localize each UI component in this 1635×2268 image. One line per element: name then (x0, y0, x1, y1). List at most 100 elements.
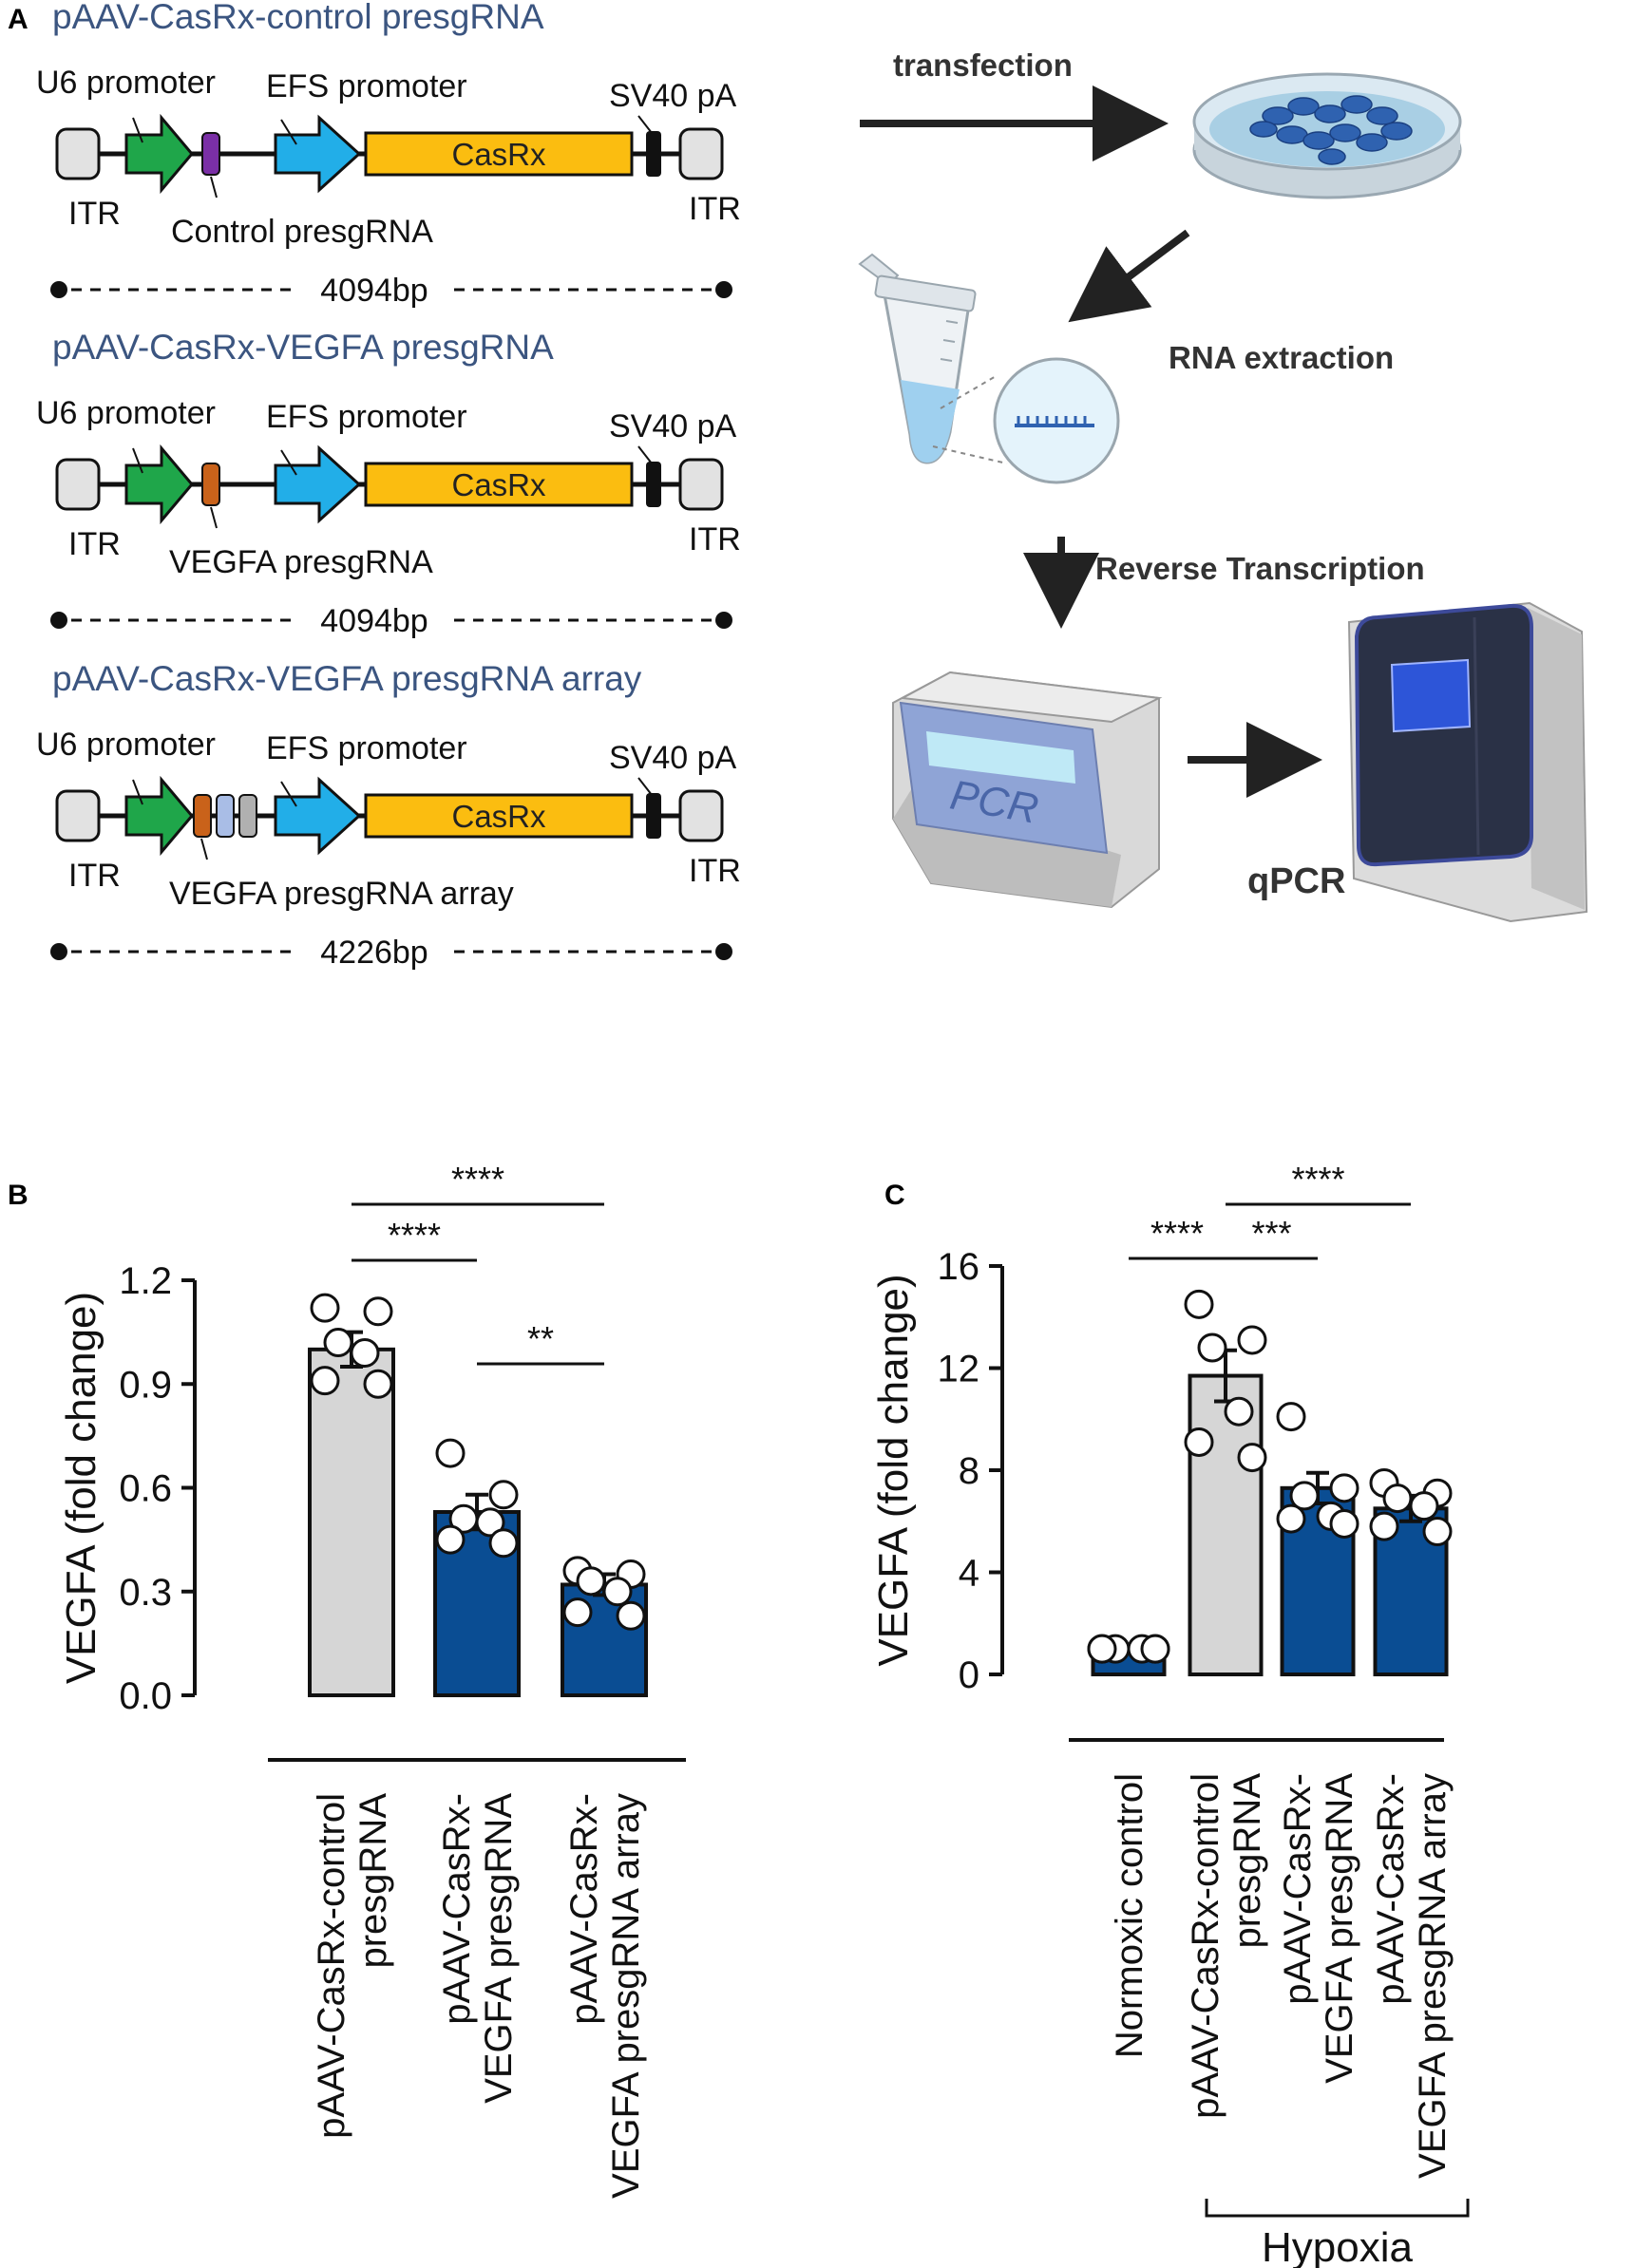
itr-right-block (678, 127, 724, 180)
u6-promoter-arrow (124, 444, 194, 525)
significance-label: *** (1251, 1214, 1291, 1253)
casrx-block (364, 131, 634, 177)
guide-pointer (210, 176, 218, 198)
u6-label: U6 promoter (36, 65, 216, 101)
data-point (1382, 1484, 1413, 1514)
y-tick-label: 12 (938, 1349, 980, 1390)
category-label: VEGFA presgRNA (478, 1793, 520, 2104)
u6-promoter-arrow (124, 775, 194, 857)
construct-1: pAAV-CasRx-control presgRNA CasRx U6 promo… (36, 0, 741, 309)
data-point (1184, 1289, 1214, 1319)
data-point (488, 1528, 519, 1559)
guide-block (238, 794, 257, 838)
sv40-pointer (637, 777, 653, 796)
data-point (1289, 1481, 1320, 1511)
itr-right-label: ITR (689, 853, 741, 889)
panel-c-label: C (884, 1180, 905, 1211)
data-point (435, 1438, 466, 1468)
guide-label: VEGFA presgRNA array (169, 876, 514, 912)
casrx-block (364, 462, 634, 507)
sv40-block (646, 793, 661, 839)
y-tick-label: 8 (959, 1450, 979, 1492)
construct-title: pAAV-CasRx-control presgRNA (52, 0, 544, 36)
efs-promoter-arrow (274, 114, 362, 194)
tube-icon (858, 253, 1120, 484)
data-point (310, 1366, 340, 1396)
size-dot-left (50, 612, 67, 629)
y-tick-label: 0.0 (119, 1675, 172, 1717)
guide-block (201, 463, 220, 506)
data-point (1409, 1491, 1439, 1521)
significance-label: **** (1291, 1160, 1344, 1199)
data-point (363, 1296, 393, 1327)
data-point (488, 1480, 519, 1510)
bar (1188, 1373, 1264, 1676)
sv40-label: SV40 pA (609, 78, 737, 114)
size-label: 4094bp (320, 603, 428, 639)
efs-promoter-arrow (274, 444, 362, 524)
bar (308, 1347, 395, 1698)
data-point (435, 1524, 466, 1555)
casrx-block (364, 793, 634, 839)
u6-label: U6 promoter (36, 727, 216, 763)
efs-pointer (280, 781, 297, 807)
itr-right-label: ITR (689, 521, 741, 558)
category-label: VEGFA presgRNA array (605, 1793, 647, 2199)
construct-title: pAAV-CasRx-VEGFA presgRNA (52, 328, 554, 367)
category-label: pAAV-CasRx- (1277, 1773, 1319, 2005)
size-dot-left (50, 943, 67, 960)
data-point (1237, 1443, 1267, 1473)
u6-pointer (132, 447, 143, 474)
efs-pointer (280, 119, 297, 145)
guide-block (193, 794, 212, 838)
data-point (1422, 1517, 1453, 1546)
qpcr-machine-icon (1347, 601, 1588, 923)
efs-label: EFS promoter (266, 730, 467, 766)
category-label: pAAV-CasRx-control (1185, 1773, 1226, 2119)
data-point (602, 1577, 633, 1607)
size-dot-right (715, 943, 732, 960)
u6-pointer (132, 117, 143, 143)
y-tick-label: 4 (959, 1553, 979, 1595)
data-point (350, 1337, 380, 1368)
size-dot-right (715, 281, 732, 298)
y-axis-label: VEGFA (fold change) (870, 1274, 917, 1666)
sv40-label: SV40 pA (609, 740, 737, 776)
category-label: pAAV-CasRx- (436, 1793, 478, 2025)
data-point (1329, 1473, 1359, 1503)
y-tick-label: 1.2 (119, 1260, 172, 1302)
itr-left-block (55, 127, 101, 180)
data-point (363, 1369, 393, 1399)
panel-a-label: A (8, 4, 29, 35)
category-label: VEGFA presgRNA (1319, 1773, 1360, 2084)
efs-promoter-arrow (274, 776, 362, 856)
data-point (1276, 1503, 1306, 1534)
group-bracket (1205, 2199, 1470, 2218)
size-label: 4226bp (320, 935, 428, 971)
data-point (1184, 1427, 1214, 1457)
y-tick-label: 16 (938, 1246, 980, 1288)
data-point (475, 1507, 505, 1538)
data-point (562, 1597, 593, 1628)
data-point (1329, 1508, 1359, 1539)
casrx-label: CasRx (451, 137, 546, 172)
size-dot-left (50, 281, 67, 298)
category-label: presgRNA (352, 1793, 394, 1969)
guide-block (201, 132, 220, 176)
guide-pointer (210, 506, 218, 529)
itr-left-block (55, 789, 101, 842)
significance-label: ** (527, 1319, 554, 1358)
extraction-arrow (1068, 229, 1190, 323)
significance-label: **** (388, 1216, 441, 1255)
data-point (1140, 1634, 1170, 1664)
y-tick-label: 0 (959, 1654, 979, 1696)
rna-extraction-label: RNA extraction (1169, 340, 1394, 375)
itr-left-label: ITR (68, 858, 121, 894)
u6-pointer (132, 779, 143, 805)
data-point (576, 1566, 606, 1597)
y-axis-label: VEGFA (fold change) (58, 1292, 105, 1684)
significance-label: **** (1150, 1214, 1204, 1253)
